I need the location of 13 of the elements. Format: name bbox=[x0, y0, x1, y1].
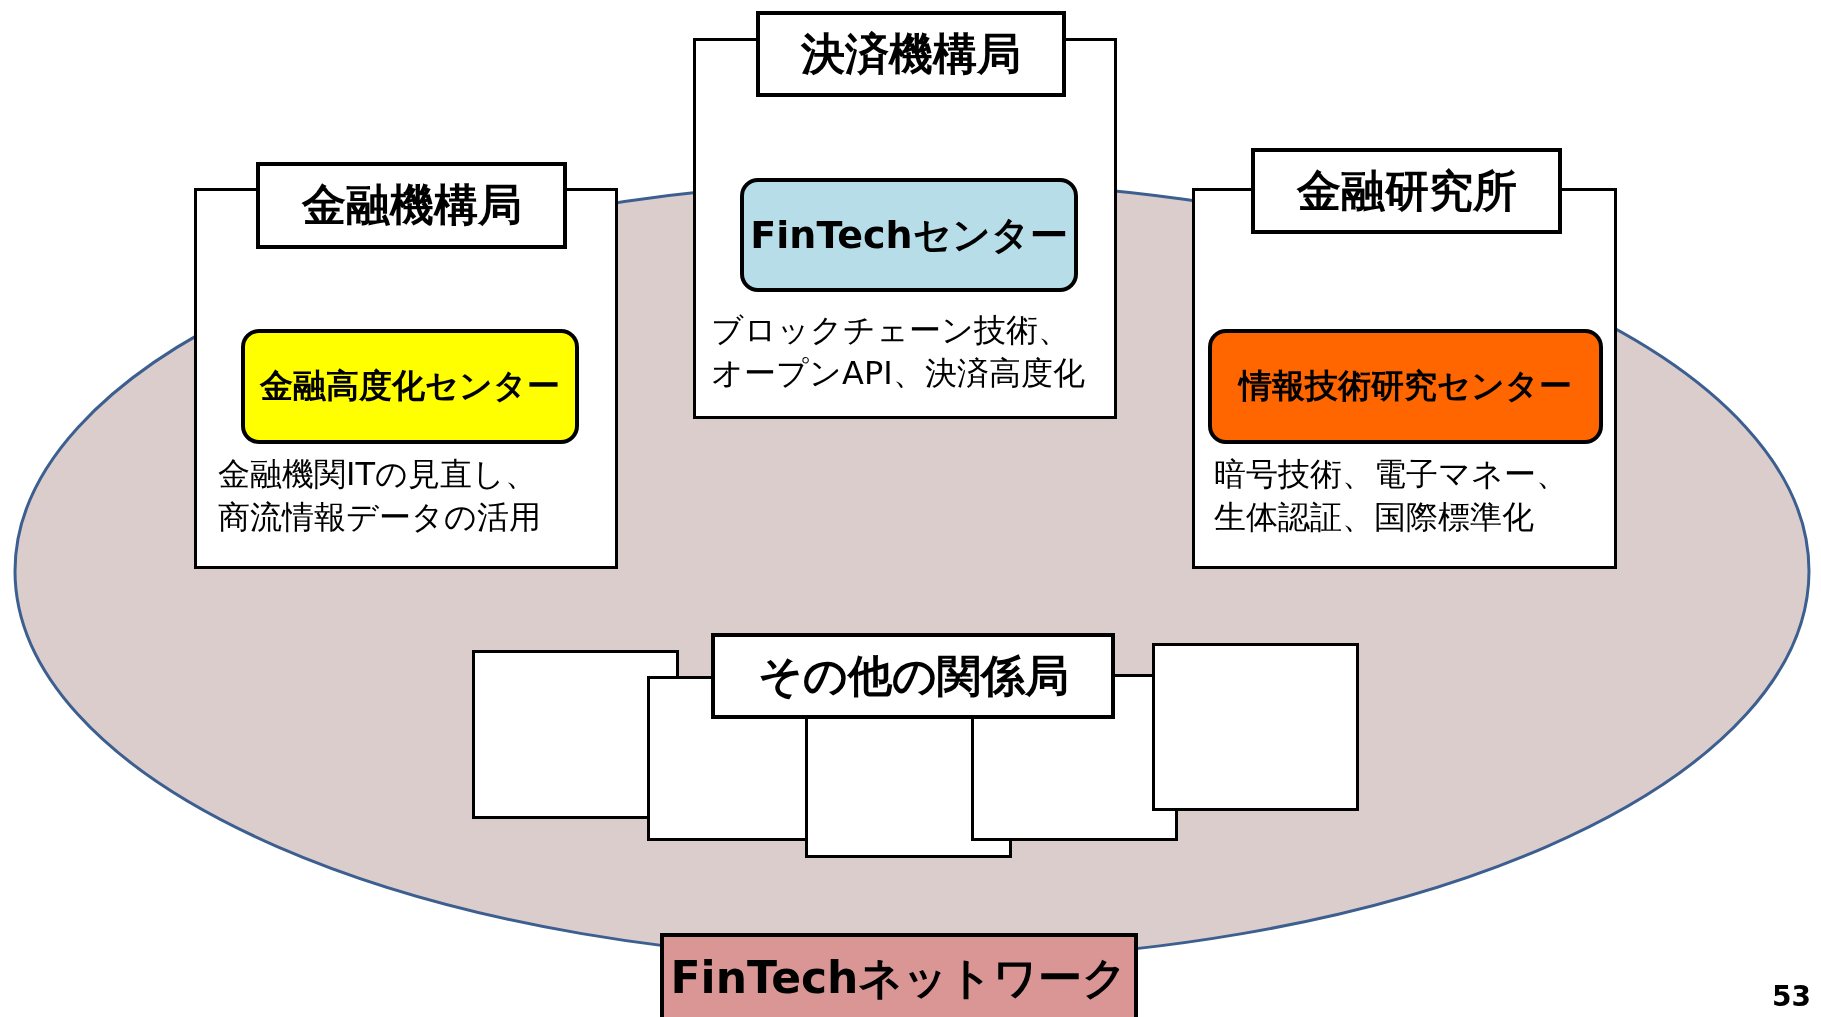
bureau-sheet bbox=[1152, 643, 1359, 811]
group-title: FinTechネットワーク bbox=[660, 933, 1138, 1017]
bureau-title: 金融研究所 bbox=[1251, 148, 1562, 234]
group-title: その他の関係局 bbox=[711, 633, 1115, 719]
center-box: 情報技術研究センター bbox=[1208, 329, 1603, 444]
center-box: FinTechセンター bbox=[740, 178, 1078, 292]
bureau-title: 金融機構局 bbox=[256, 162, 567, 249]
page-number: 53 bbox=[1772, 980, 1811, 1013]
center-box: 金融高度化センター bbox=[241, 329, 579, 444]
description-text: 暗号技術、電子マネー、生体認証、国際標準化 bbox=[1214, 454, 1569, 539]
bureau-title: 決済機構局 bbox=[756, 11, 1066, 97]
description-text: ブロックチェーン技術、オープンAPI、決済高度化 bbox=[711, 310, 1086, 395]
description-text: 金融機関ITの見直し、商流情報データの活用 bbox=[218, 454, 542, 539]
